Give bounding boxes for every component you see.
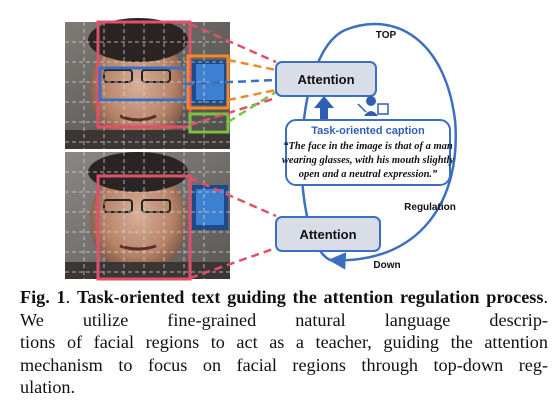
teacher-icon <box>357 96 389 116</box>
regulation-label: Regulation <box>404 202 456 213</box>
caption-line-2: We utilize fine-grained natural language… <box>20 309 548 330</box>
bottom-photo-grid <box>65 152 230 279</box>
caption-line-4: mechanism to focus on facial regions thr… <box>20 354 548 375</box>
caption-title: Task-oriented text guiding the attention… <box>76 287 544 307</box>
caption-line-1: Fig. 1. Task-oriented text guiding the a… <box>20 287 548 307</box>
task-caption-line-3: open and a neutral expression.” <box>299 169 438 180</box>
top-face-photo <box>65 18 230 149</box>
up-arrow-icon <box>314 96 334 120</box>
face-region-box-top <box>96 20 192 129</box>
region-connectors <box>185 22 277 280</box>
figure-diagram: Attention Attention Task-oriented captio… <box>65 18 457 281</box>
caption-line-5: ulation. <box>20 377 76 397</box>
task-caption-box: Task-oriented caption “The face in the i… <box>282 119 454 186</box>
caption-line-3: tions of facial regions to act as a teac… <box>20 332 548 352</box>
down-label: Down <box>373 260 400 271</box>
fig-label: Fig. 1 <box>20 287 66 307</box>
attention-box-top: Attention <box>275 61 377 97</box>
attention-box-bottom: Attention <box>275 216 381 252</box>
bottom-face-photo <box>65 152 230 279</box>
top-label: TOP <box>376 30 397 41</box>
attention-bottom-label: Attention <box>299 227 356 242</box>
attention-top-label: Attention <box>297 72 354 87</box>
task-caption-line-2: wearing glasses, with his mouth slightly <box>282 155 454 166</box>
face-region-box-bottom <box>96 174 192 281</box>
figure-caption: Fig. 1. Task-oriented text guiding the a… <box>20 286 548 399</box>
task-caption-line-1: “The face in the image is that of a man <box>283 141 453 152</box>
mouth-region-box <box>188 112 230 134</box>
task-caption-title: Task-oriented caption <box>311 125 425 137</box>
